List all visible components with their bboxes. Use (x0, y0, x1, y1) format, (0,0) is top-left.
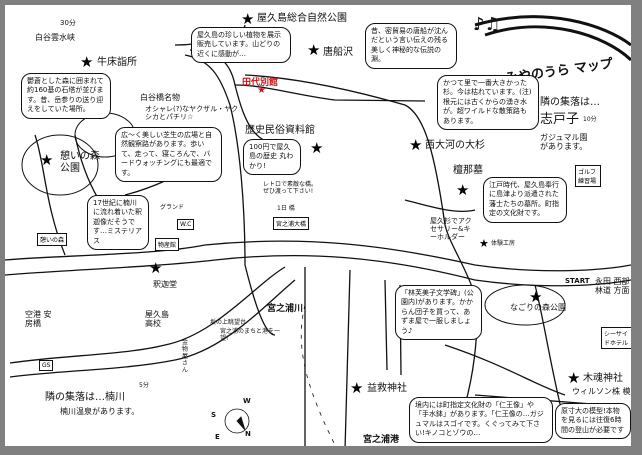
star-icon: ★ (409, 136, 423, 154)
star-icon: ★ (350, 379, 364, 397)
bridge-sign-label: 1日 橋 (277, 205, 295, 212)
road-west-branch (184, 54, 246, 266)
nature-center-label: 屋久島総合自然公園 (257, 13, 347, 24)
map-canvas: みやのうら マップ ♪♫ 田代別館 ★ 宮之浦川 宮之浦港 START 白谷雲水… (5, 5, 631, 446)
golf-label: ゴルフ練習場 (575, 165, 601, 187)
ikoi-sign: 憩いの森 (37, 233, 68, 246)
kokoro-park-label: なごりの森公園 (510, 303, 566, 312)
wilson-bubble: 原寸大の模型!本物を見るには往復6時間の登山が必要です (555, 403, 631, 440)
kosankan-label: 物産館 (155, 238, 180, 251)
shiratani-label: 白谷雲水峡 (35, 33, 75, 42)
compass-n: W (243, 397, 251, 405)
nagata-label: 永田 西部林道 方面 (595, 277, 630, 296)
star-icon: ★ (479, 237, 489, 250)
taiken-label: 体験工房 (491, 240, 516, 247)
ekyu-shrine-bubble: 境内には町指定文化財の「仁王像」や「手水鉢」があります。「仁王像の…ガジュマルは… (409, 397, 553, 443)
bridge-sign-note: レトロで素敵な橋。ぜひ渡って下さい! (263, 181, 318, 195)
music-note-icon: ♪♫ (473, 14, 501, 35)
neighbor-east-label: 隣の集落は… (540, 97, 600, 108)
hotel-star-icon: ★ (257, 85, 266, 96)
star-icon: ★ (149, 259, 163, 277)
karaseihai-bubble: 昔、密貿易の唐船が沈んだという言い伝えの残る美しく神秘的な伝説の淵。 (365, 23, 457, 69)
kinoto-shrine-label: 木魂神社 (583, 373, 623, 384)
accessory-label: 屋久杉でアクセサリー&キーホルダー (430, 217, 472, 242)
shiratani-time: 30分 (60, 19, 76, 27)
star-icon: ★ (567, 369, 581, 387)
star-icon: ★ (307, 41, 321, 59)
gyuzuka-bubble: 鬱蒼とした森に囲まれて約160基の石塔が並びます。昔、岳参りの送り迎えをしていた… (21, 73, 111, 119)
kakinoki-note: 宮之浦のまちと港を一望! (220, 328, 281, 342)
shitoko-time: 10分 (583, 116, 597, 123)
star-icon: ★ (80, 53, 94, 71)
karaseihai-label: 唐船沢 (323, 47, 353, 58)
omoi-park-label: 憩いの森公園 (60, 151, 100, 174)
shiratani-bridge-note: オシャレ(?)なヤクザル・ヤクシカとパチリ☆ (145, 105, 239, 122)
kannondo-label: 釈迦堂 (153, 280, 177, 289)
nishikawa-cedar-label: 西大河の大杉 (425, 140, 485, 151)
star-icon: ★ (310, 139, 324, 157)
cedar-bubble: かつて里で一番大きかった杉。今は枯れています。(注)根元には古くからの湧き水が。… (437, 75, 539, 131)
gyuzuka-label: 牛床詣所 (97, 57, 137, 68)
star-icon: ★ (40, 151, 54, 169)
compass-w: N (245, 430, 251, 438)
yakushima-high-label: 屋久島高校 (145, 310, 169, 329)
kusugawa-note: 楠川温泉があります。 (60, 407, 140, 416)
road-network (5, 15, 631, 446)
wilson-label: ウィルソン株 模型 (572, 387, 631, 396)
nature-center-bubble: 屋久島の珍しい植物を展示販売しています。山どりの近くに感動が… (191, 27, 291, 64)
river-label: 宮之浦川 (267, 304, 304, 314)
ekyu-shrine-label: 益救神社 (367, 383, 407, 394)
ground-label: グランド (160, 204, 185, 211)
airport-label: 空港 安房橋 (25, 310, 52, 329)
port-label: 宮之浦港 (363, 435, 400, 445)
seaside-hotel-label: シーサイドホテル (601, 327, 631, 349)
shiratani-bridge-label: 白谷橋名物 (140, 93, 180, 102)
shitoko-label: 志戸子 (540, 112, 580, 127)
star-icon: ★ (529, 288, 543, 306)
road-top (234, 84, 426, 102)
tanaka-bubble: 江戸時代、屋久島奉行に島津より派遣された藩士たちの墓所。町指定の文化財です。 (483, 177, 567, 223)
kannondo-bubble: 17世紀に楠川に流れ着いた釈迦像だそうです…ミステリアス (87, 195, 149, 251)
miyanoura-bridge-label: 宮之浦大橋 (273, 217, 310, 230)
compass-s: S (211, 411, 217, 419)
star-icon: ★ (456, 181, 470, 199)
neighbor-west-time: 5分 (139, 382, 149, 389)
road-main (5, 240, 631, 272)
kokoro-park-bubble: 「林芙美子文学碑」(公園内)があります。かからん団子を買って、あずま屋で一服しま… (395, 285, 482, 341)
history-museum-bubble: 100円で屋久島の歴史 丸わかり! (243, 139, 301, 176)
compass-e: E (215, 433, 220, 441)
wc-label: W.C (177, 219, 195, 230)
neighbor-west-label: 隣の集落は…楠川 (45, 392, 125, 403)
hotel-label: 田代別館 (242, 78, 279, 88)
history-museum-label: 歴史民俗資料館 (245, 125, 315, 136)
omoi-park-bubble: 広～く美しい芝生の広場と自然観察路があります。歩いて、走って、寝ころんで、バード… (115, 127, 222, 183)
gs-label: GS (39, 360, 54, 371)
kanamono-label: 金物屋さん (182, 339, 189, 374)
shitoko-note: ガジュマル園があります。 (540, 133, 588, 152)
start-label: START (565, 277, 590, 285)
tanaka-label: 檀那墓 (453, 165, 483, 176)
kakinoki-label: 坂の上眺望台 (210, 319, 247, 326)
star-icon: ★ (241, 10, 255, 28)
